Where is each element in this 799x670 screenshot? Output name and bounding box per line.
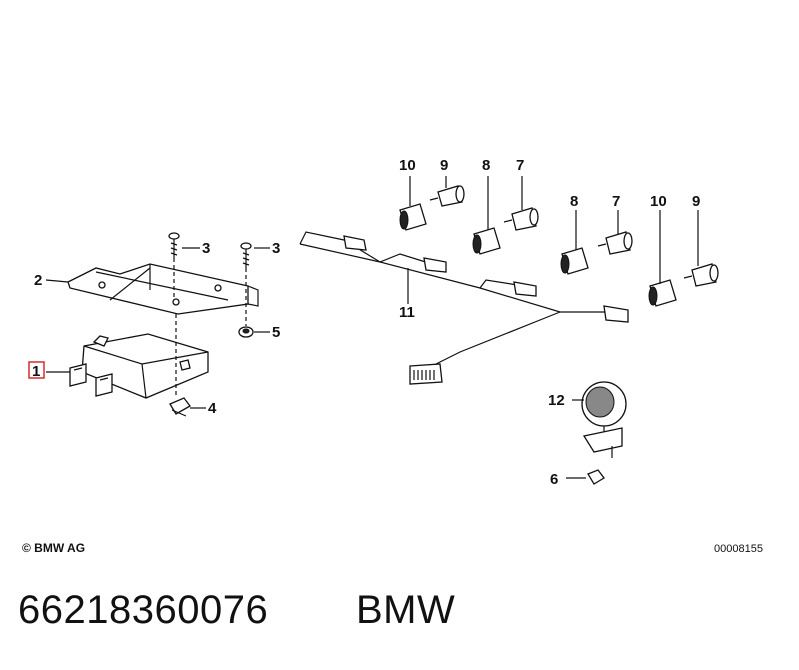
grommet xyxy=(238,326,254,338)
sensor-holder-9b xyxy=(683,263,719,287)
screw-left xyxy=(168,232,180,258)
mounting-bracket xyxy=(67,263,259,315)
callout-8a: 8 xyxy=(482,157,490,174)
nut xyxy=(587,469,605,485)
parts-diagram: 1 2 3 3 5 4 11 10 9 8 7 8 7 10 9 12 6 xyxy=(28,157,719,488)
sensor-ring-8a xyxy=(472,227,501,255)
wiring-harness xyxy=(299,231,629,385)
screw-right xyxy=(240,242,252,268)
callout-7b: 7 xyxy=(612,193,620,210)
callout-3b: 3 xyxy=(272,240,280,257)
callout-11: 11 xyxy=(399,304,415,321)
callout-10a: 10 xyxy=(399,157,416,174)
sensor-ring-8b xyxy=(560,247,589,275)
part-number: 66218360076 xyxy=(18,588,269,632)
brand-name: BMW xyxy=(356,588,456,632)
callout-9b: 9 xyxy=(692,193,700,210)
sensor-ring-10a xyxy=(399,203,427,231)
callout-3a: 3 xyxy=(202,240,210,257)
callout-7a: 7 xyxy=(516,157,524,174)
leader-lines xyxy=(45,176,699,479)
sensor-holder-9a xyxy=(429,185,465,207)
callout-8b: 8 xyxy=(570,193,578,210)
sensor-holder-7b xyxy=(597,231,633,255)
callout-5: 5 xyxy=(272,324,280,341)
callout-12: 12 xyxy=(548,392,565,409)
callout-6: 6 xyxy=(550,471,558,488)
sensor-ring-10b xyxy=(648,279,677,307)
callout-1: 1 xyxy=(32,363,40,380)
sensor-holder-7a xyxy=(503,207,539,231)
callout-4: 4 xyxy=(208,400,217,417)
control-unit xyxy=(69,333,209,399)
callout-10b: 10 xyxy=(650,193,667,210)
clip xyxy=(169,397,191,417)
callout-9a: 9 xyxy=(440,157,448,174)
buzzer xyxy=(581,381,627,458)
copyright-notice: © BMW AG xyxy=(22,541,86,555)
callout-2: 2 xyxy=(34,272,42,289)
highlight-box xyxy=(28,361,45,379)
document-number: 00008155 xyxy=(714,543,763,555)
